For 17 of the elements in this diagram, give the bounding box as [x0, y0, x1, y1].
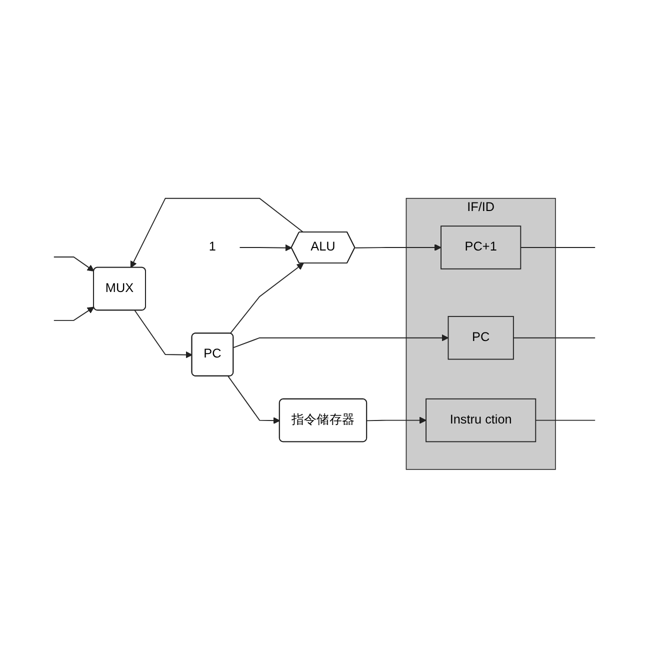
- node-box: PC+1: [440, 226, 522, 270]
- arrow: [366, 416, 426, 424]
- arrow: [130, 198, 304, 268]
- arrow: [134, 310, 192, 358]
- arrow: [53, 306, 94, 321]
- arrow: [354, 244, 442, 252]
- arrow: [233, 334, 449, 348]
- arrow: [230, 263, 304, 334]
- node-text: 1: [208, 240, 216, 254]
- arrow: [228, 376, 280, 424]
- arrow: [53, 256, 94, 272]
- node-box: Instru ction: [426, 398, 536, 442]
- arrow: [239, 244, 292, 252]
- connector: [535, 420, 596, 421]
- node-box: PC: [448, 316, 514, 360]
- connector: [512, 337, 596, 338]
- connector: [520, 247, 596, 248]
